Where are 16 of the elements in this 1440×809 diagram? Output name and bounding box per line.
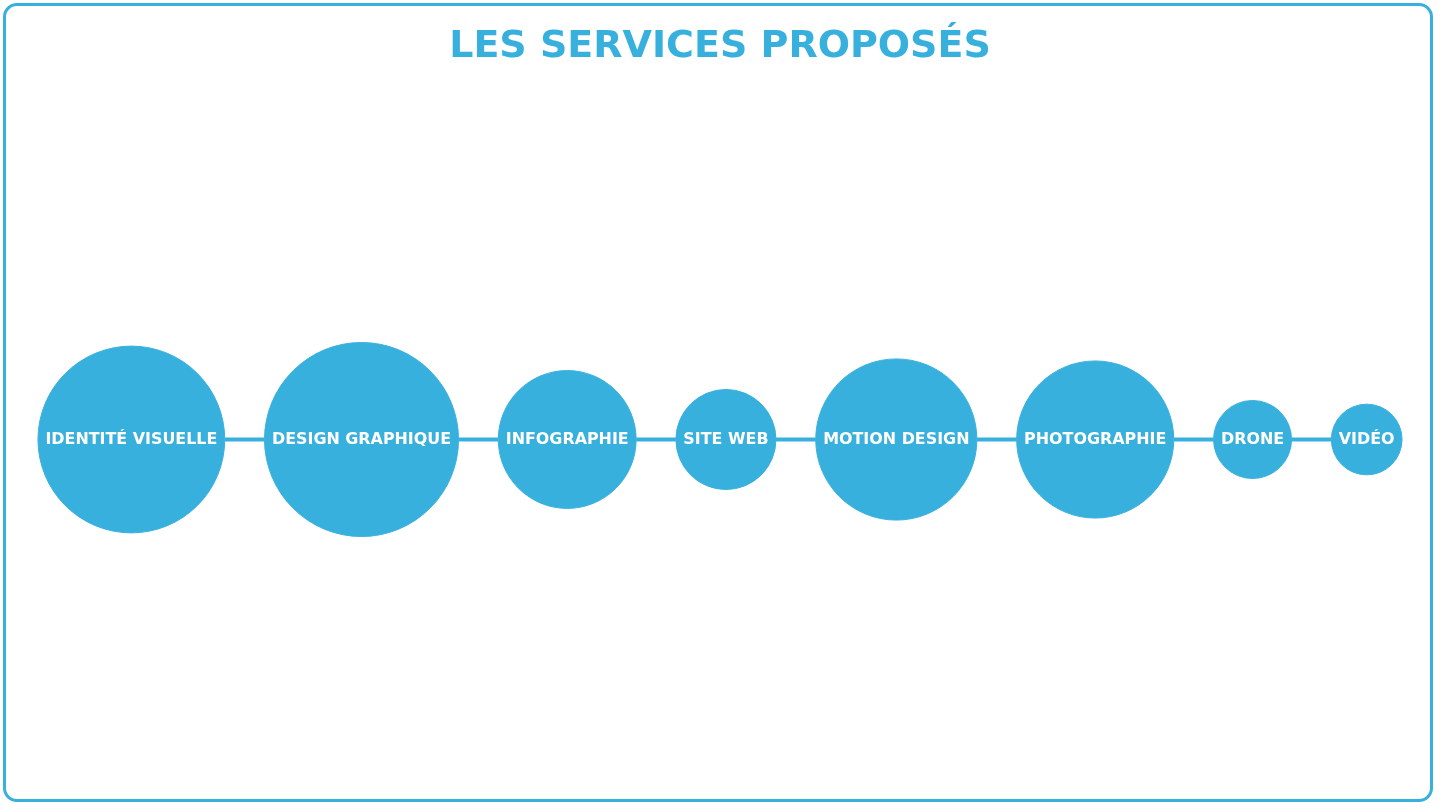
connector xyxy=(636,437,676,442)
node-circle: VIDÉO xyxy=(1330,403,1403,476)
connector xyxy=(1173,437,1214,442)
connector xyxy=(976,437,1017,442)
node-circle: INFOGRAPHIE xyxy=(497,370,637,509)
node-circle: SITE WEB xyxy=(675,388,777,491)
title: LES SERVICES PROPOSÉS xyxy=(448,22,992,66)
connector xyxy=(224,437,265,442)
node-circle: DRONE xyxy=(1213,399,1293,480)
node-circle: PHOTOGRAPHIE xyxy=(1016,360,1175,519)
connector xyxy=(1291,437,1332,442)
node-circle: IDENTITÉ VISUELLE xyxy=(37,345,226,534)
node-circle: DESIGN GRAPHIQUE xyxy=(264,342,459,537)
node-circle: MOTION DESIGN xyxy=(815,358,978,521)
connector xyxy=(775,437,816,442)
connector xyxy=(458,437,499,442)
